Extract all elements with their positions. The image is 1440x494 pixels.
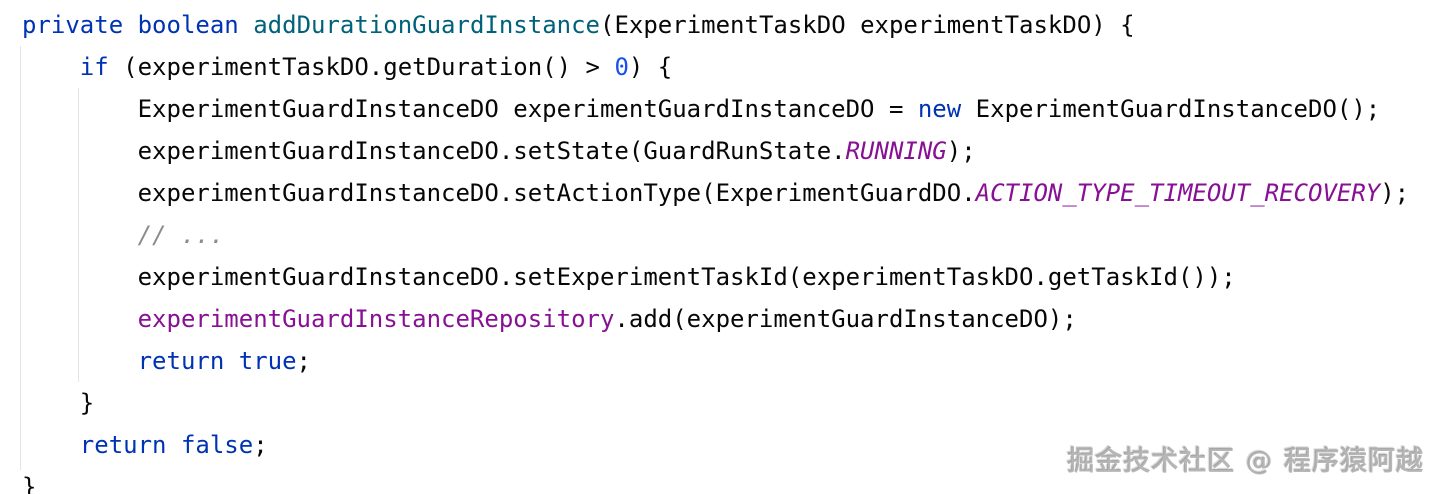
code-token-plain xyxy=(123,11,137,39)
code-line: return true; xyxy=(22,340,1409,382)
code-token-keyword: boolean xyxy=(137,11,239,39)
code-line: experimentGuardInstanceRepository.add(ex… xyxy=(22,298,1409,340)
code-token-plain: ); xyxy=(946,137,976,165)
code-token-plain: (ExperimentTaskDO experimentTaskDO) { xyxy=(600,11,1135,39)
code-token-plain: experimentGuardInstanceDO.setActionType(… xyxy=(137,179,976,207)
code-token-plain: (experimentTaskDO.getDuration() > xyxy=(108,53,615,81)
code-token-constant: ACTION_TYPE_TIMEOUT_RECOVERY xyxy=(975,179,1381,207)
code-token-number: 0 xyxy=(614,53,629,81)
code-token-plain: experimentGuardInstanceDO.setExperimentT… xyxy=(137,263,1236,291)
code-line: return false; xyxy=(22,424,1409,466)
code-line: // ... xyxy=(22,214,1409,256)
code-token-plain: } xyxy=(22,473,37,494)
code-token-field: experimentGuardInstanceRepository xyxy=(137,305,615,333)
code-token-plain: ExperimentGuardInstanceDO experimentGuar… xyxy=(137,95,918,123)
code-token-keyword: true xyxy=(238,347,297,375)
code-token-plain: .add(experimentGuardInstanceDO); xyxy=(614,305,1077,333)
code-token-method: addDurationGuardInstance xyxy=(253,11,600,39)
code-token-comment: // ... xyxy=(137,221,225,249)
code-token-plain: ); xyxy=(1380,179,1410,207)
code-token-constant: RUNNING xyxy=(845,137,947,165)
indent-guide xyxy=(20,46,21,470)
code-line: ExperimentGuardInstanceDO experimentGuar… xyxy=(22,88,1409,130)
code-line: experimentGuardInstanceDO.setActionType(… xyxy=(22,172,1410,214)
code-line: private boolean addDurationGuardInstance… xyxy=(22,4,1409,46)
code-token-keyword: false xyxy=(180,431,254,459)
code-token-plain xyxy=(239,11,253,39)
indent-guide xyxy=(78,88,79,382)
code-line: } xyxy=(22,466,1409,494)
watermark-text: 掘金技术社区 @ 程序猿阿越 xyxy=(1067,446,1424,477)
code-token-plain: ) { xyxy=(628,53,673,81)
code-line: experimentGuardInstanceDO.setState(Guard… xyxy=(22,130,1409,172)
code-block[interactable]: private boolean addDurationGuardInstance… xyxy=(22,4,1409,494)
code-token-plain: experimentGuardInstanceDO.setState(Guard… xyxy=(137,137,846,165)
code-line: } xyxy=(22,382,1409,424)
code-token-plain: ; xyxy=(253,431,268,459)
code-token-keyword: private xyxy=(22,11,124,39)
code-token-keyword: if xyxy=(79,53,109,81)
code-line: experimentGuardInstanceDO.setExperimentT… xyxy=(22,256,1409,298)
code-line: if (experimentTaskDO.getDuration() > 0) … xyxy=(22,46,1409,88)
code-token-plain: ExperimentGuardInstanceDO(); xyxy=(961,95,1381,123)
code-token-keyword: return xyxy=(79,431,167,459)
code-token-plain xyxy=(167,431,181,459)
code-token-plain: ; xyxy=(296,347,311,375)
code-token-plain xyxy=(224,347,238,375)
code-token-keyword: new xyxy=(917,95,962,123)
code-token-keyword: return xyxy=(137,347,225,375)
code-token-plain: } xyxy=(79,389,95,417)
